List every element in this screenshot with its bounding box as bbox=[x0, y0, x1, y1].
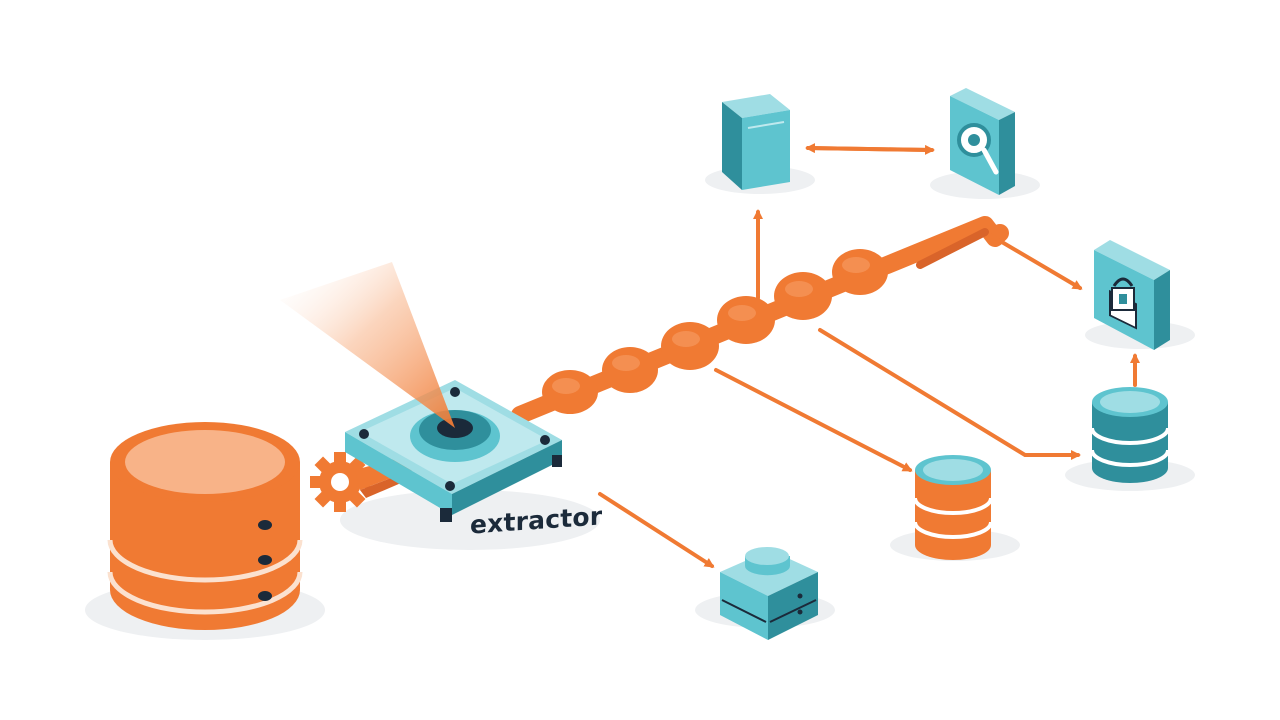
extractor-device-icon bbox=[345, 380, 562, 522]
flow-arrows bbox=[598, 143, 1140, 568]
pipeline-bulbs bbox=[542, 249, 888, 414]
arrow-to-server-box bbox=[598, 492, 715, 568]
lock-icon bbox=[1094, 240, 1170, 350]
arrow-to-orange-db bbox=[714, 368, 913, 472]
extraction-beam bbox=[280, 262, 455, 428]
arrow-to-lock bbox=[988, 233, 1083, 290]
search-icon bbox=[950, 88, 1015, 195]
book-icon bbox=[722, 94, 790, 190]
pipeline bbox=[511, 216, 1009, 424]
orange-database-icon bbox=[913, 455, 993, 560]
teal-database-icon bbox=[1090, 387, 1170, 483]
source-database-icon bbox=[107, 422, 303, 630]
arrow-search-to-book bbox=[805, 143, 932, 154]
server-icon bbox=[720, 547, 818, 640]
arrow-to-teal-db bbox=[818, 328, 1081, 460]
